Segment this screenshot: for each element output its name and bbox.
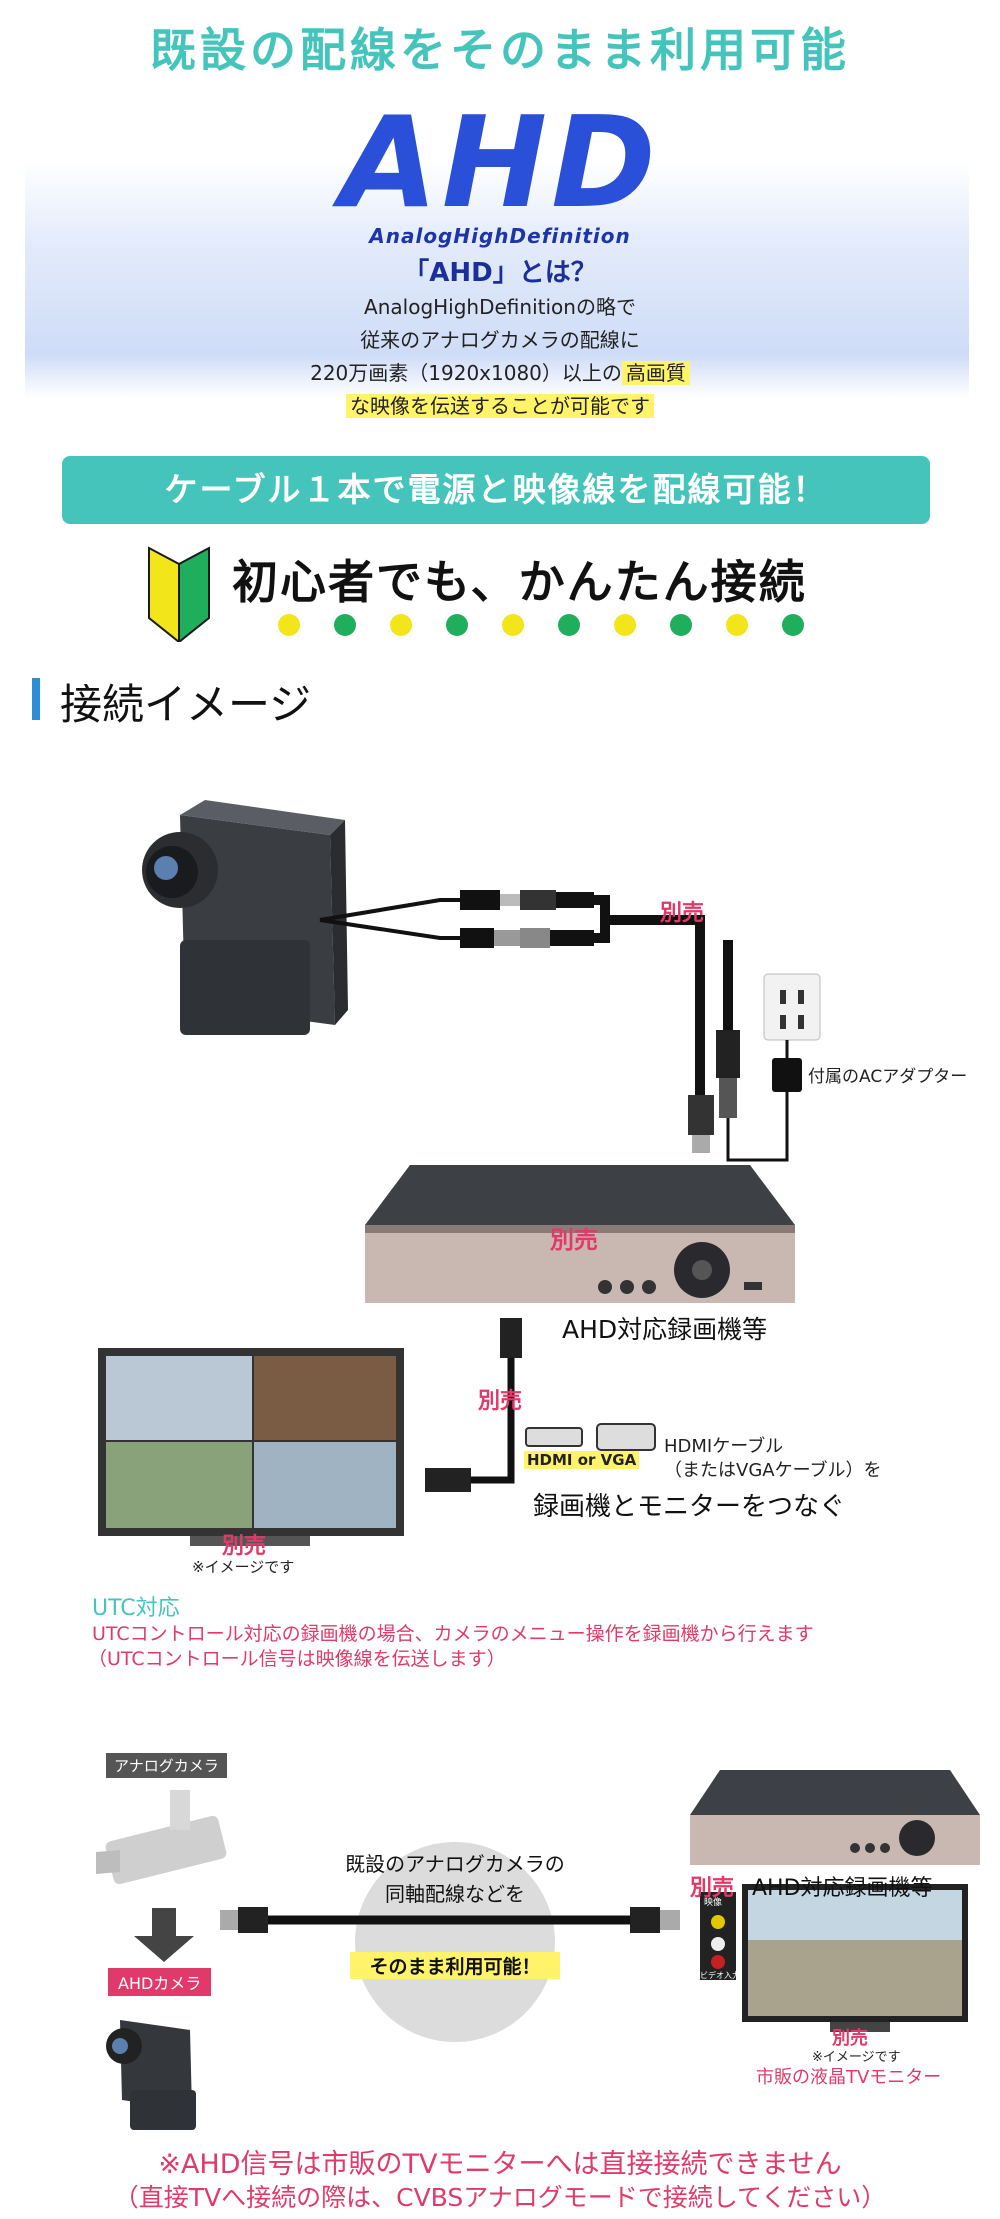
ahd-camera-small-image xyxy=(106,2020,196,2130)
dot-yellow xyxy=(614,614,636,636)
dvr-recorder-small-image xyxy=(690,1770,980,1865)
footer-line-2: （直接TVへ接続の際は、CVBSアナログモードで接続してください） xyxy=(113,2183,887,2212)
monitor-image xyxy=(98,1348,404,1546)
ahd-highlight-1: 高画質 xyxy=(621,361,690,385)
analog-camera-image xyxy=(96,1790,227,1885)
dot-green xyxy=(558,614,580,636)
dot-yellow xyxy=(502,614,524,636)
circle-line-2: 同軸配線などを xyxy=(385,1882,525,1906)
dot-green xyxy=(782,614,804,636)
hdmi-desc-1: HDMIケーブル xyxy=(664,1436,784,1457)
recorder-label: AHD対応録画機等 xyxy=(562,1315,768,1344)
circle-line-1: 既設のアナログカメラの xyxy=(345,1852,565,1876)
ahd-line-4: な映像を伝送することが可能です xyxy=(0,390,1000,419)
recorder-sold-separately: 別売 xyxy=(550,1226,598,1254)
dot-green xyxy=(670,614,692,636)
ahd-logo-subtitle: AnalogHighDefinition xyxy=(369,224,631,248)
ahd-question: 「AHD」とは？ xyxy=(403,258,597,288)
dot-green xyxy=(334,614,356,636)
analog-camera-tag: アナログカメラ xyxy=(106,1753,227,1778)
section-title: 接続イメージ xyxy=(60,680,312,729)
tv-input-label-1: 映像 xyxy=(704,1898,723,1908)
dot-row xyxy=(278,614,818,636)
recorder2-sold-separately: 別売 xyxy=(690,1876,735,1901)
section-bar xyxy=(32,678,40,720)
adapter-label: 付属のACアダプター xyxy=(808,1067,968,1087)
utc-title: UTC対応 xyxy=(92,1596,180,1621)
easy-connect-text: 初心者でも、かんたん接続 xyxy=(232,555,807,609)
ahd-camera-image xyxy=(142,800,348,1035)
hdmi-vga-tag: HDMI or VGA xyxy=(524,1451,640,1469)
ahd-panel xyxy=(25,108,969,398)
ahd-logo: AHD xyxy=(340,89,660,236)
hdmi-desc-2: （またはVGAケーブル）を xyxy=(664,1460,882,1481)
sold-separately-label: 別売 xyxy=(660,901,705,926)
info-circle xyxy=(355,1842,555,2042)
ahd-highlight-2: な映像を伝送することが可能です xyxy=(346,394,654,418)
dot-yellow xyxy=(278,614,300,636)
tv-image-note: ※イメージです xyxy=(812,2050,901,2065)
dot-yellow xyxy=(726,614,748,636)
cable-sold-separately: 別売 xyxy=(478,1389,523,1414)
utc-line-1: UTCコントロール対応の録画機の場合、カメラのメニュー操作を録画機から行えます xyxy=(92,1623,814,1645)
recorder2-label: AHD対応録画機等 xyxy=(752,1876,933,1901)
page-title: 既設の配線をそのまま利用可能 xyxy=(150,23,850,77)
ahd-line-2: 従来のアナログカメラの配線に xyxy=(360,328,640,352)
utc-line-2: （UTCコントロール信号は映像線を伝送します） xyxy=(88,1648,506,1670)
dvr-recorder-image xyxy=(365,1165,795,1303)
monitor-sold-separately: 別売 xyxy=(222,1534,267,1559)
beginner-mark-icon xyxy=(148,546,210,642)
image-note: ※イメージです xyxy=(192,1558,295,1576)
cable-banner: ケーブル１本で電源と映像線を配線可能！ xyxy=(62,456,930,524)
ahd-line-1: AnalogHighDefinitionの略で xyxy=(364,295,636,319)
tv-monitor-label: 市販の液晶TVモニター xyxy=(756,2067,942,2088)
ahd-line-3: 220万画素（1920x1080）以上の高画質 xyxy=(0,357,1000,386)
tv-input-label-2: ビデオ入力 xyxy=(700,1971,740,1980)
tv-sold-separately: 別売 xyxy=(832,2028,868,2049)
ahd-line-3a: 220万画素（1920x1080）以上の xyxy=(310,361,622,385)
tv-monitor-image xyxy=(742,1884,968,2032)
connect-label: 録画機とモニターをつなぐ xyxy=(533,1492,846,1522)
footer-line-1: ※AHD信号は市販のTVモニターへは直接接続できません xyxy=(158,2149,842,2180)
down-arrow-icon xyxy=(134,1908,194,1962)
circle-line-3: そのまま利用可能！ xyxy=(350,1952,560,1979)
ahd-camera-tag: AHDカメラ xyxy=(108,1968,212,1996)
dot-yellow xyxy=(390,614,412,636)
dot-green xyxy=(446,614,468,636)
